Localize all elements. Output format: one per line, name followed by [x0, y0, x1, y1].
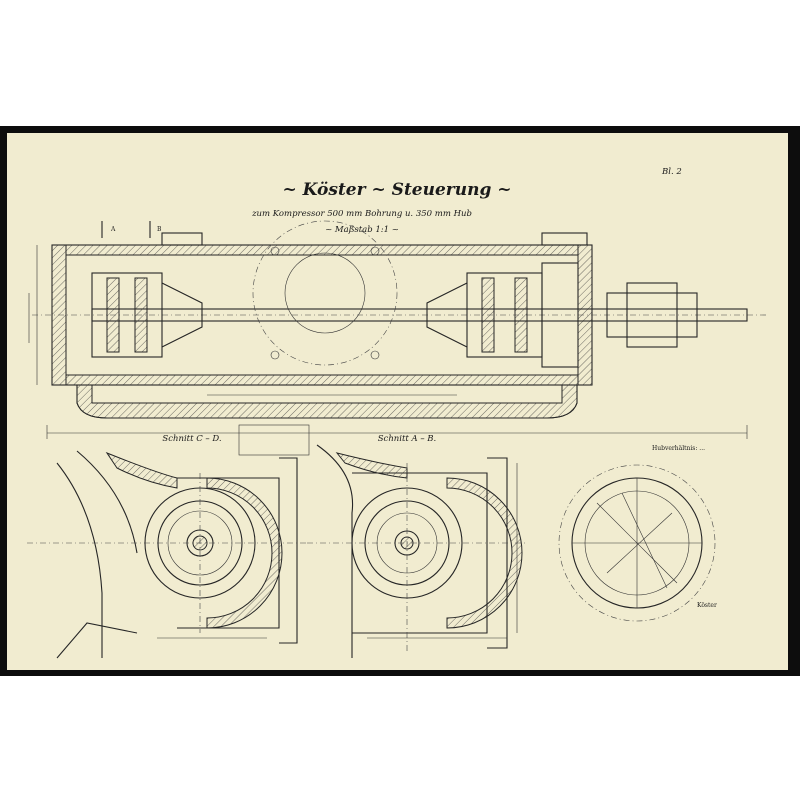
section-c-d-view: Schnitt C – D. [27, 434, 307, 659]
signature: Köster [697, 602, 717, 609]
paper-sheet [7, 133, 788, 670]
section-a-b-view: Schnitt A – B. [307, 434, 527, 658]
technical-drawing: ~ Köster ~ Steuerung ~ zum Kompressor 50… [27, 167, 767, 659]
section-marker-a: A [110, 226, 116, 233]
legend-note: Hubverhältnis: ... [652, 445, 705, 452]
drawing-title: ~ Köster ~ Steuerung ~ [282, 180, 511, 200]
drawing-subtitle: zum Kompressor 500 mm Bohrung u. 350 mm … [251, 209, 472, 219]
longitudinal-section: A B [28, 220, 767, 439]
timing-diagram: Hubverhältnis: ... Köster [558, 445, 717, 622]
scale-note: ~ Maßstab 1:1 ~ [325, 225, 399, 235]
sheet-mark: Bl. 2 [661, 167, 682, 177]
section-a-b-label: Schnitt A – B. [378, 434, 437, 444]
stamp [238, 424, 310, 456]
section-c-d-label: Schnitt C – D. [162, 434, 221, 444]
section-marker-b: B [157, 226, 162, 233]
